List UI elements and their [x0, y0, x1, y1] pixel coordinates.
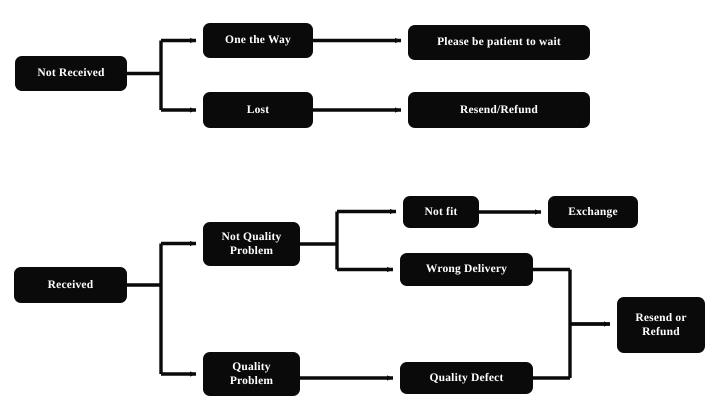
node-received-label: Received	[47, 278, 94, 291]
node-please-be-patient-to-wait[interactable]: Please be patient to wait	[408, 25, 590, 60]
node-quality-problem[interactable]: Quality Problem	[203, 352, 300, 396]
node-not-received[interactable]: Not Received	[15, 56, 127, 91]
node-quality-problem-label: Quality Problem	[229, 360, 274, 387]
node-resend-or-refund[interactable]: Resend or Refund	[617, 297, 705, 353]
node-resend-refund-label: Resend/Refund	[459, 103, 538, 116]
node-not-received-label: Not Received	[37, 67, 105, 80]
node-resend-or-refund-label: Resend or Refund	[635, 311, 687, 338]
node-not-fit[interactable]: Not fit	[403, 196, 479, 228]
node-wrong-delivery-label: Wrong Delivery	[425, 263, 508, 276]
node-one-the-way-label: One the Way	[225, 34, 291, 47]
node-quality-defect-label: Quality Defect	[429, 371, 504, 384]
node-not-fit-label: Not fit	[424, 205, 458, 218]
node-one-the-way[interactable]: One the Way	[203, 23, 313, 58]
node-quality-defect[interactable]: Quality Defect	[400, 362, 533, 394]
node-not-quality-problem-label: Not Quality Problem	[221, 230, 282, 257]
node-received[interactable]: Received	[14, 267, 127, 303]
node-resend-refund[interactable]: Resend/Refund	[408, 92, 590, 128]
node-lost-label: Lost	[246, 103, 270, 116]
node-wrong-delivery[interactable]: Wrong Delivery	[400, 253, 533, 286]
node-not-quality-problem[interactable]: Not Quality Problem	[203, 222, 300, 266]
node-lost[interactable]: Lost	[203, 92, 313, 128]
node-exchange[interactable]: Exchange	[548, 196, 638, 228]
node-exchange-label: Exchange	[568, 205, 618, 218]
node-please-be-patient-to-wait-label: Please be patient to wait	[437, 36, 561, 49]
